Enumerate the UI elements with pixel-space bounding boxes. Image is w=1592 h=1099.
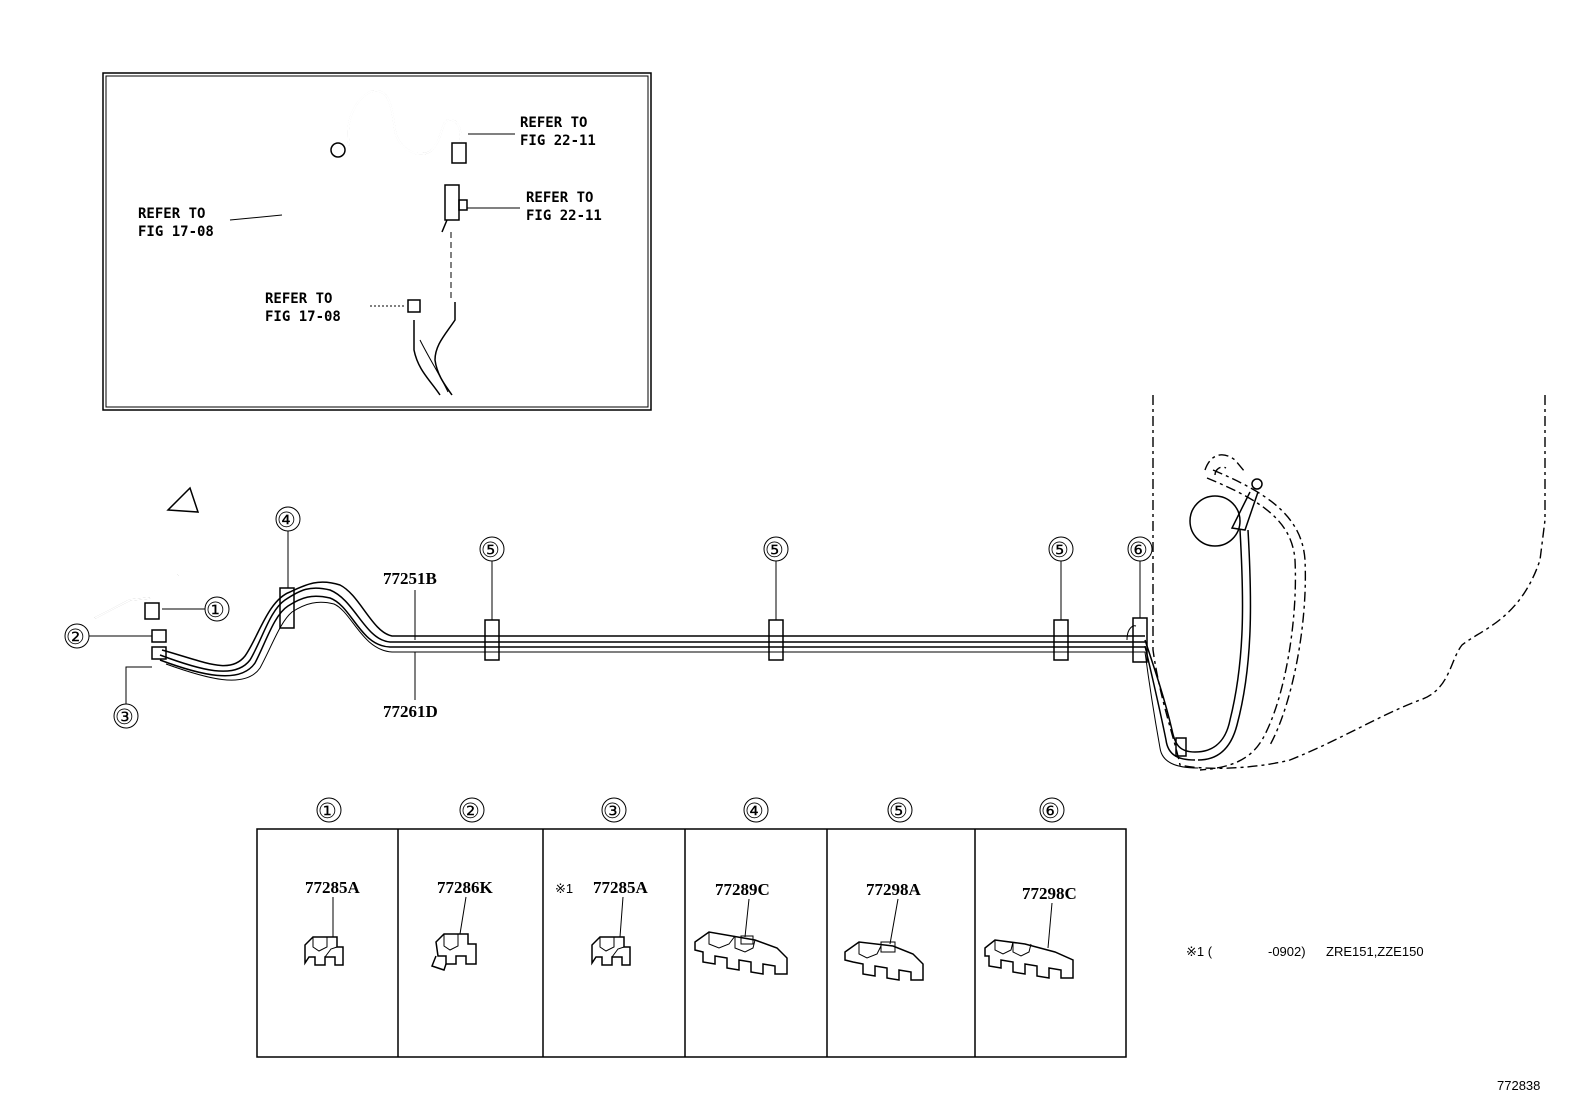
clamp-part-number: 77289C bbox=[715, 880, 770, 899]
clamp-6-icon bbox=[984, 939, 1074, 979]
callout-2: ② bbox=[66, 626, 85, 649]
detail-arrow bbox=[166, 430, 285, 513]
clip-icon bbox=[1132, 617, 1148, 663]
inset-detail: REFER TO FIG 22-11 REFER TO FIG 22-11 RE… bbox=[102, 72, 652, 411]
callout-5c: ⑤ bbox=[1050, 539, 1069, 562]
clamp-part-number: 77285A bbox=[593, 878, 649, 897]
hose-fitting-icon bbox=[451, 142, 467, 164]
valve-icon bbox=[444, 184, 460, 221]
clamp-3-icon bbox=[591, 936, 631, 966]
footnote-models: ZRE151,ZZE150 bbox=[1326, 944, 1424, 959]
footnote-mark: ※1 ( bbox=[1186, 944, 1213, 959]
clamp-2-icon bbox=[431, 933, 477, 971]
clamp-table: ① ② ③ ④ ⑤ ⑥ 77285A 77286K ※1 77285A 7728… bbox=[256, 797, 1127, 1058]
clamp-5-icon bbox=[844, 941, 924, 981]
callout-3: ③ bbox=[115, 706, 134, 729]
ref-label-line2: FIG 22-11 bbox=[520, 133, 596, 149]
main-callouts: ① ② ③ ④ ⑤ ⑤ ⑤ ⑥ bbox=[64, 506, 1153, 729]
clamp-part-number: 77298A bbox=[866, 880, 922, 899]
table-col-num: ① bbox=[318, 800, 337, 823]
clip-icon bbox=[144, 602, 160, 620]
ref-label-line1: REFER TO bbox=[138, 206, 205, 222]
clamp-part-number: 77285A bbox=[305, 878, 361, 897]
callout-5a: ⑤ bbox=[481, 539, 500, 562]
ref-label-line1: REFER TO bbox=[265, 291, 332, 307]
footnote-range: -0902) bbox=[1268, 944, 1306, 959]
ref-label-line2: FIG 17-08 bbox=[138, 224, 214, 240]
callout-4: ④ bbox=[277, 509, 296, 532]
clip-icon bbox=[768, 619, 784, 661]
ref-label-line2: FIG 17-08 bbox=[265, 309, 341, 325]
clamp-part-number: 77286K bbox=[437, 878, 494, 897]
ref-label-line2: FIG 22-11 bbox=[526, 208, 602, 224]
clip-icon bbox=[279, 587, 295, 629]
callout-6: ⑥ bbox=[1129, 539, 1148, 562]
clamp-part-number: 77298C bbox=[1022, 884, 1077, 903]
callout-1: ① bbox=[206, 599, 225, 622]
table-col-num: ⑥ bbox=[1041, 800, 1060, 823]
clip-icon bbox=[484, 619, 500, 661]
clip-icon bbox=[1053, 619, 1069, 661]
ref-label-line1: REFER TO bbox=[526, 190, 593, 206]
callout-5b: ⑤ bbox=[765, 539, 784, 562]
table-col-num: ③ bbox=[603, 800, 622, 823]
diagram-id: 772838 bbox=[1497, 1078, 1540, 1093]
connector-icon bbox=[407, 299, 421, 313]
clamp-1-icon bbox=[304, 936, 344, 966]
part-number-upper: 77251B bbox=[383, 569, 437, 588]
clamp-4-icon bbox=[694, 931, 788, 975]
table-col-num: ② bbox=[461, 800, 480, 823]
ref-label-line1: REFER TO bbox=[520, 115, 587, 131]
grommet-icon bbox=[330, 142, 346, 158]
part-number-lower: 77261D bbox=[383, 702, 438, 721]
table-col-num: ④ bbox=[745, 800, 764, 823]
table-col-num: ⑤ bbox=[889, 800, 908, 823]
brake-line-assembly bbox=[94, 395, 1546, 771]
clamp-note-mark: ※1 bbox=[555, 881, 573, 896]
